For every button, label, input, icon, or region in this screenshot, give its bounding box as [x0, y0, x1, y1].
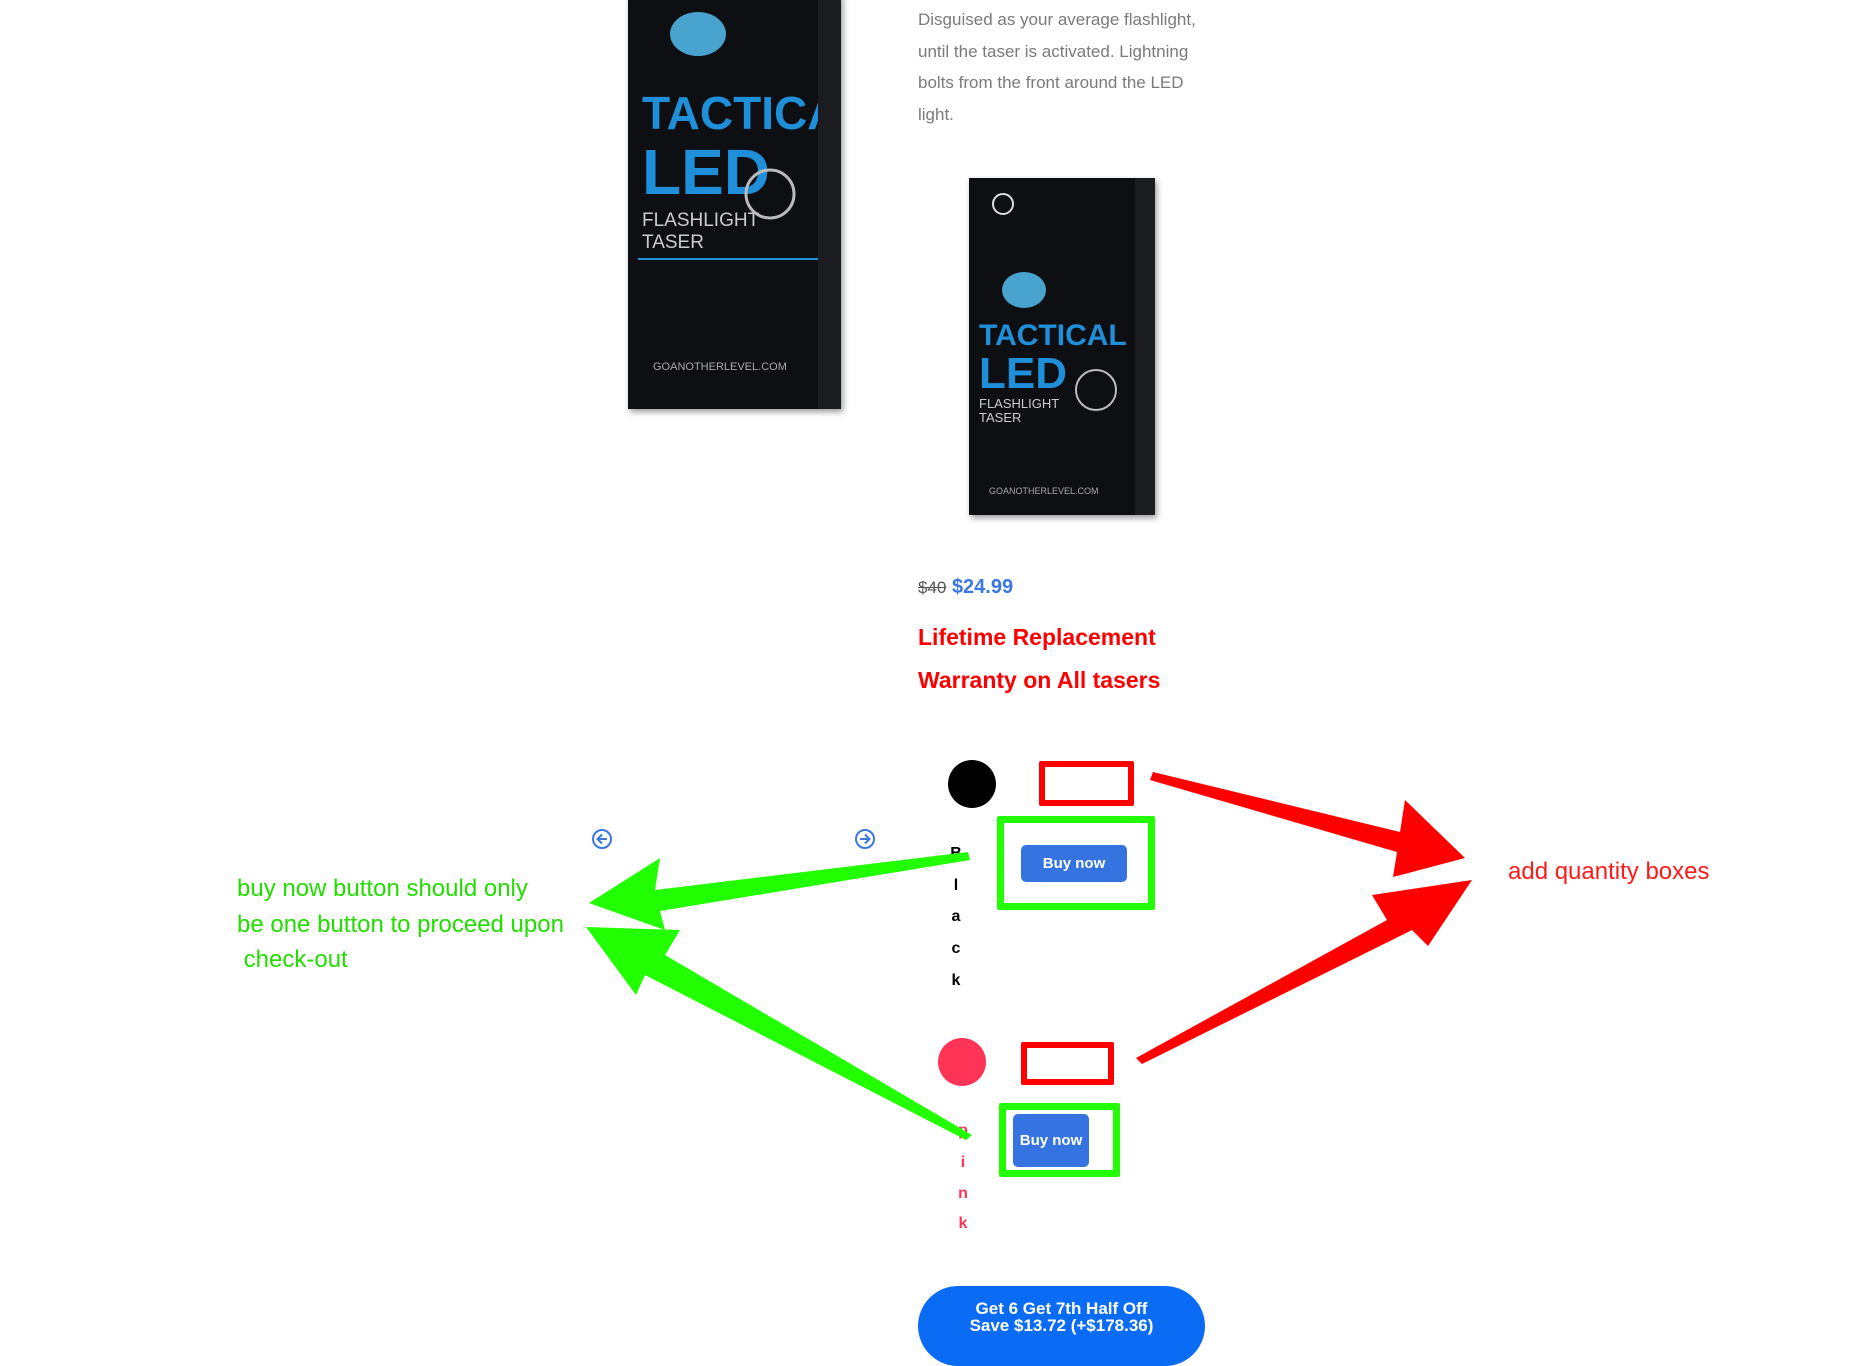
offer-line-2: Save $13.72 (+$178.36) [969, 1316, 1154, 1335]
svg-text:TACTICAL: TACTICAL [979, 319, 1127, 352]
annotation-red-note: add quantity boxes [1508, 858, 1710, 885]
svg-text:TACTICAL: TACTICAL [642, 87, 841, 139]
svg-text:GOANOTHERLEVEL.COM: GOANOTHERLEVEL.COM [653, 361, 787, 373]
warranty-line-1: Lifetime Replacement [918, 624, 1156, 650]
annotation-green-note-line: be one button to proceed upon [237, 911, 564, 938]
variant-label-letter: k [951, 972, 961, 989]
svg-text:FLASHLIGHT: FLASHLIGHT [979, 396, 1059, 411]
variant-label-letter: B [950, 845, 962, 862]
variant-label-letter: l [953, 877, 959, 894]
green-arrow-upper [589, 852, 970, 930]
price-original: $40 [918, 578, 947, 597]
product-image-box: TACTICAL LED FLASHLIGHT TASER GOANOTHERL… [969, 178, 1155, 515]
svg-text:LED: LED [642, 136, 770, 208]
variant-label-letter: n [958, 1185, 968, 1202]
quantity-box-placeholder-pink [1021, 1042, 1114, 1085]
product-description: Disguised as your average flashlight, un… [918, 10, 1196, 124]
offer-line-1: Get 6 Get 7th Half Off [975, 1299, 1148, 1318]
arrow-right-circle-icon[interactable] [854, 828, 876, 850]
svg-text:FLASHLIGHT: FLASHLIGHT [642, 210, 760, 231]
price: $40 $24.99 [918, 576, 1013, 599]
red-arrow-upper [1150, 772, 1465, 877]
product-image-main: TACTICAL LED FLASHLIGHT TASER GOANOTHERL… [628, 0, 841, 409]
svg-text:LED: LED [979, 349, 1067, 398]
variant-label-letter: i [960, 1154, 966, 1171]
buy-now-button-black[interactable]: Buy now [1021, 845, 1127, 882]
red-arrow-lower [1136, 880, 1472, 1064]
bundle-offer-button[interactable]: Get 6 Get 7th Half Off Save $13.72 (+$17… [918, 1286, 1205, 1366]
quantity-box-placeholder-black [1039, 761, 1134, 806]
svg-text:TASER: TASER [642, 232, 704, 253]
svg-text:GOANOTHERLEVEL.COM: GOANOTHERLEVEL.COM [989, 486, 1099, 496]
buy-now-button-pink[interactable]: Buy now [1013, 1114, 1089, 1167]
svg-text:TASER: TASER [979, 410, 1021, 425]
buy-now-highlight-pink [999, 1103, 1120, 1177]
color-swatch-black[interactable] [948, 760, 996, 808]
variant-label-letter: a [951, 908, 961, 925]
arrow-left-circle-icon[interactable] [591, 828, 613, 850]
annotation-green-note-line: buy now button should only [237, 875, 528, 902]
annotation-green-note-line: check-out [237, 946, 348, 973]
color-swatch-pink[interactable] [938, 1038, 986, 1086]
variant-label-letter: k [958, 1215, 968, 1232]
variant-label-letter: c [951, 940, 961, 957]
variant-label-letter: p [958, 1122, 968, 1139]
warranty-line-2: Warranty on All tasers [918, 667, 1161, 693]
green-arrow-lower [586, 927, 972, 1140]
annotation-arrows [586, 772, 1472, 1140]
price-sale: $24.99 [951, 576, 1014, 598]
